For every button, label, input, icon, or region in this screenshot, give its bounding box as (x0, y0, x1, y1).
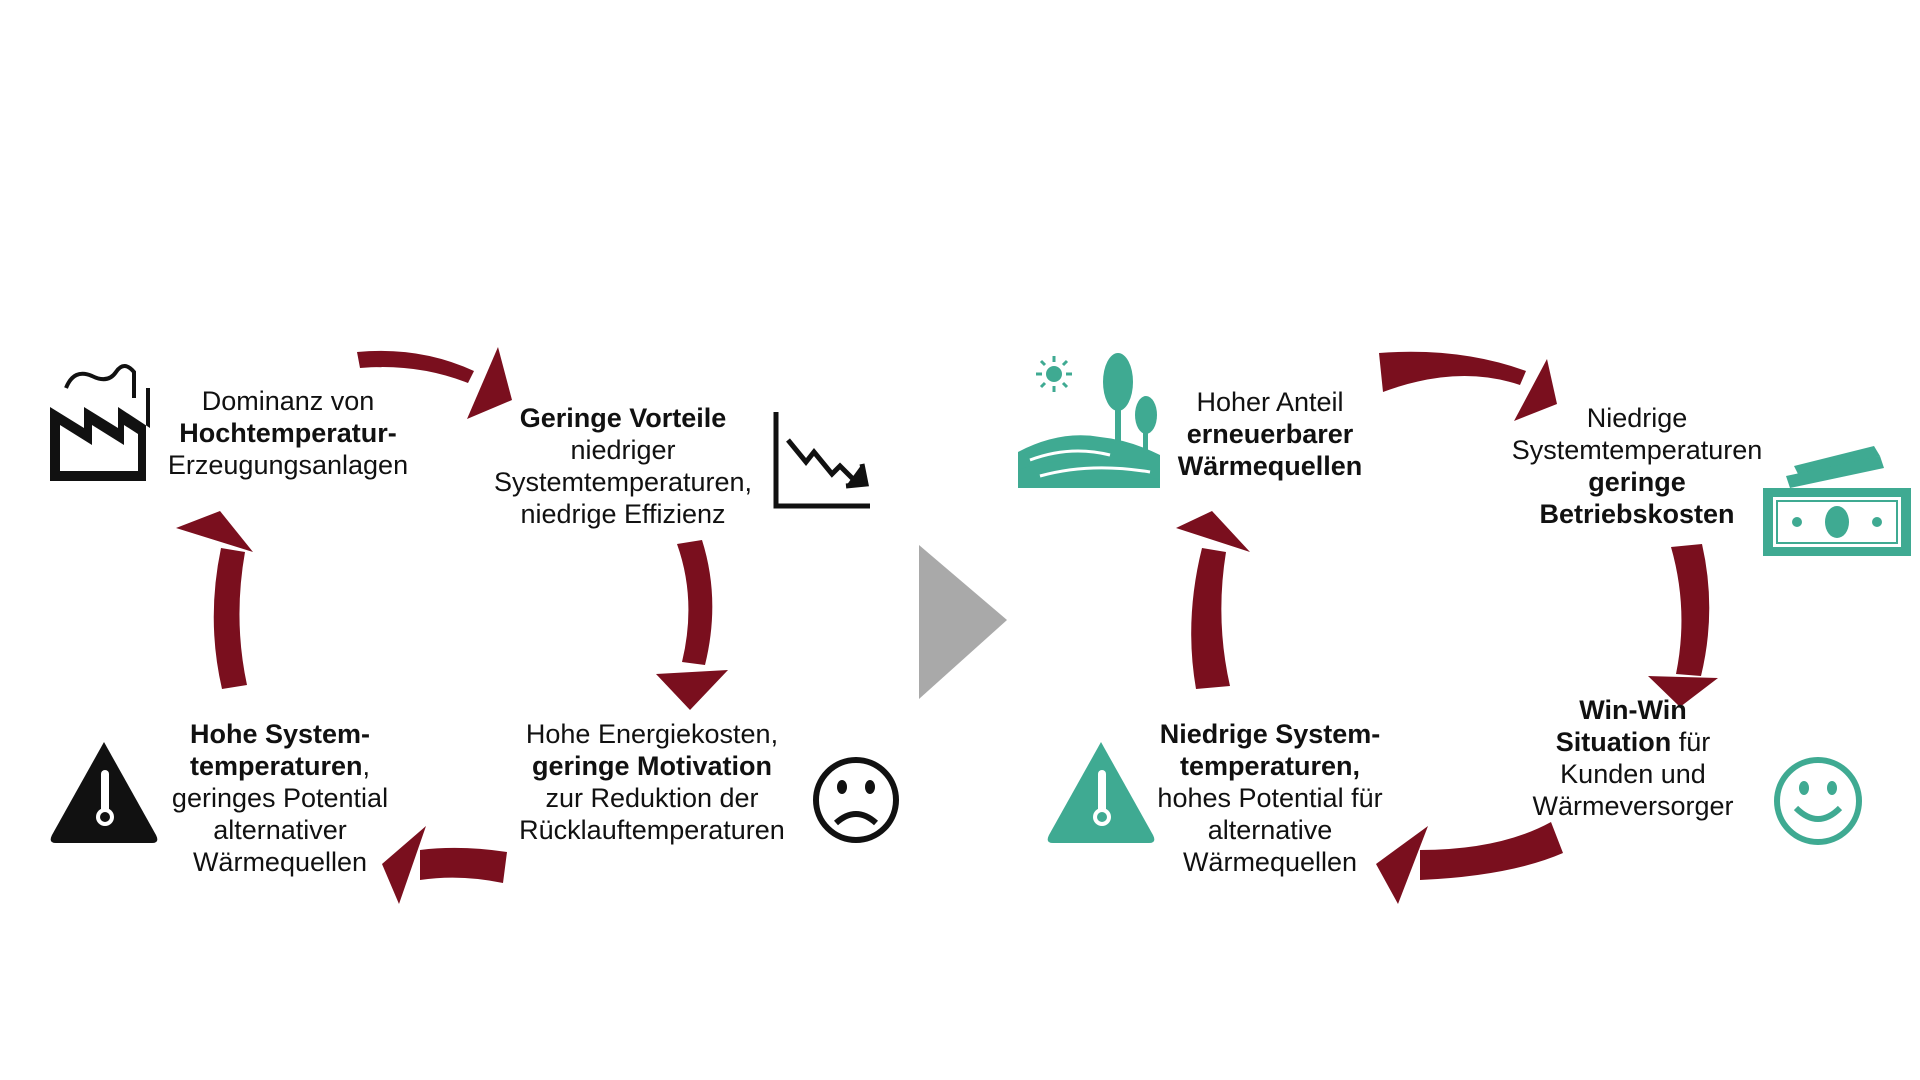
text-line: hohes Potential für (1157, 783, 1383, 813)
arrow-left-left-cycle-head (176, 511, 253, 552)
left-cycle-top-left-text: Dominanz von Hochtemperatur- Erzeugungsa… (148, 385, 428, 481)
text-line: Dominanz von (201, 386, 375, 416)
text-line-bold: Hohe System- (189, 719, 371, 749)
money-icon (1763, 446, 1911, 556)
thermometer-warning-icon (1047, 742, 1155, 843)
text-line: alternativer (213, 815, 347, 845)
text-line: Systemtemperaturen, (493, 467, 753, 497)
left-cycle-arrows (176, 347, 728, 904)
arrow-left-left-cycle (213, 548, 247, 689)
right-cycle-top-right-text: Niedrige Systemtemperaturen geringe Betr… (1492, 402, 1782, 530)
text-line: zur Reduktion der (545, 783, 759, 813)
right-cycle-bottom-right-text: Win-Win Situation für Kunden und Wärmeve… (1508, 694, 1758, 822)
text-line: Niedrige (1586, 403, 1688, 433)
text-line: niedrige Effizienz (520, 499, 726, 529)
text-line-bold: Win-Win (1579, 695, 1687, 725)
arrow-top-left-cycle-head (467, 347, 512, 419)
text-line-bold: Betriebskosten (1539, 499, 1735, 529)
text-line-bold: erneuerbarer (1186, 419, 1354, 449)
text-line: Kunden und (1560, 759, 1706, 789)
right-cycle-bottom-left-text: Niedrige System- temperaturen, hohes Pot… (1135, 718, 1405, 878)
declining-chart-icon (773, 412, 870, 509)
text-line: Rücklauftemperaturen (519, 815, 785, 845)
happy-face-icon (1774, 757, 1862, 845)
arrow-bottom-left-cycle (420, 847, 507, 883)
text-line: Erzeugungsanlagen (167, 450, 409, 480)
text-line: Hohe Energiekosten, (525, 719, 779, 749)
arrow-left-right-cycle (1191, 548, 1230, 689)
text-line: Wärmequellen (192, 847, 368, 877)
arrow-right-right-cycle-head (1648, 676, 1718, 707)
text-line-mixed: temperaturen, (189, 751, 371, 781)
text-line-bold: temperaturen, (1179, 751, 1361, 781)
text-line-bold: Hochtemperatur- (179, 418, 397, 448)
arrow-bottom-right-cycle-head (1376, 826, 1428, 904)
sad-face-icon (813, 757, 899, 843)
right-cycle-top-left-text: Hoher Anteil erneuerbarer Wärmequellen (1140, 386, 1400, 482)
right-cycle-arrows (1176, 351, 1718, 904)
text-line: niedriger (570, 435, 676, 465)
text-line: Wärmeversorger (1532, 791, 1734, 821)
text-line: alternative (1207, 815, 1333, 845)
arrow-right-left-cycle-head (656, 670, 728, 710)
arrow-bottom-left-cycle-head (382, 826, 426, 904)
arrow-top-right-cycle (1379, 351, 1526, 392)
text-line-bold: Niedrige System- (1159, 719, 1381, 749)
left-cycle-bottom-left-text: Hohe System- temperaturen, geringes Pote… (155, 718, 405, 878)
left-cycle-bottom-right-text: Hohe Energiekosten, geringe Motivation z… (502, 718, 802, 846)
text-line-mixed: Situation für (1555, 727, 1711, 757)
arrow-left-right-cycle-head (1176, 511, 1250, 552)
text-line: Wärmequellen (1182, 847, 1358, 877)
text-line-bold: Wärmequellen (1177, 451, 1363, 481)
arrow-top-right-cycle-head (1514, 359, 1557, 421)
renewable-landscape-icon (1018, 353, 1160, 488)
arrow-top-left-cycle (357, 350, 474, 383)
arrow-bottom-right-cycle (1420, 822, 1563, 880)
arrow-right-right-cycle (1671, 544, 1710, 676)
thermometer-warning-icon (50, 742, 158, 843)
chevron-right-icon (919, 545, 1007, 699)
arrow-right-left-cycle (677, 540, 713, 665)
text-line-bold: geringe Motivation (531, 751, 772, 781)
text-line: Hoher Anteil (1196, 387, 1344, 417)
text-line: Systemtemperaturen (1511, 435, 1763, 465)
factory-icon (50, 364, 150, 481)
text-line-bold: Geringe Vorteile (519, 403, 727, 433)
left-cycle-top-right-text: Geringe Vorteile niedriger Systemtempera… (478, 402, 768, 530)
text-line: geringes Potential (171, 783, 389, 813)
text-line-bold: geringe (1588, 467, 1686, 497)
